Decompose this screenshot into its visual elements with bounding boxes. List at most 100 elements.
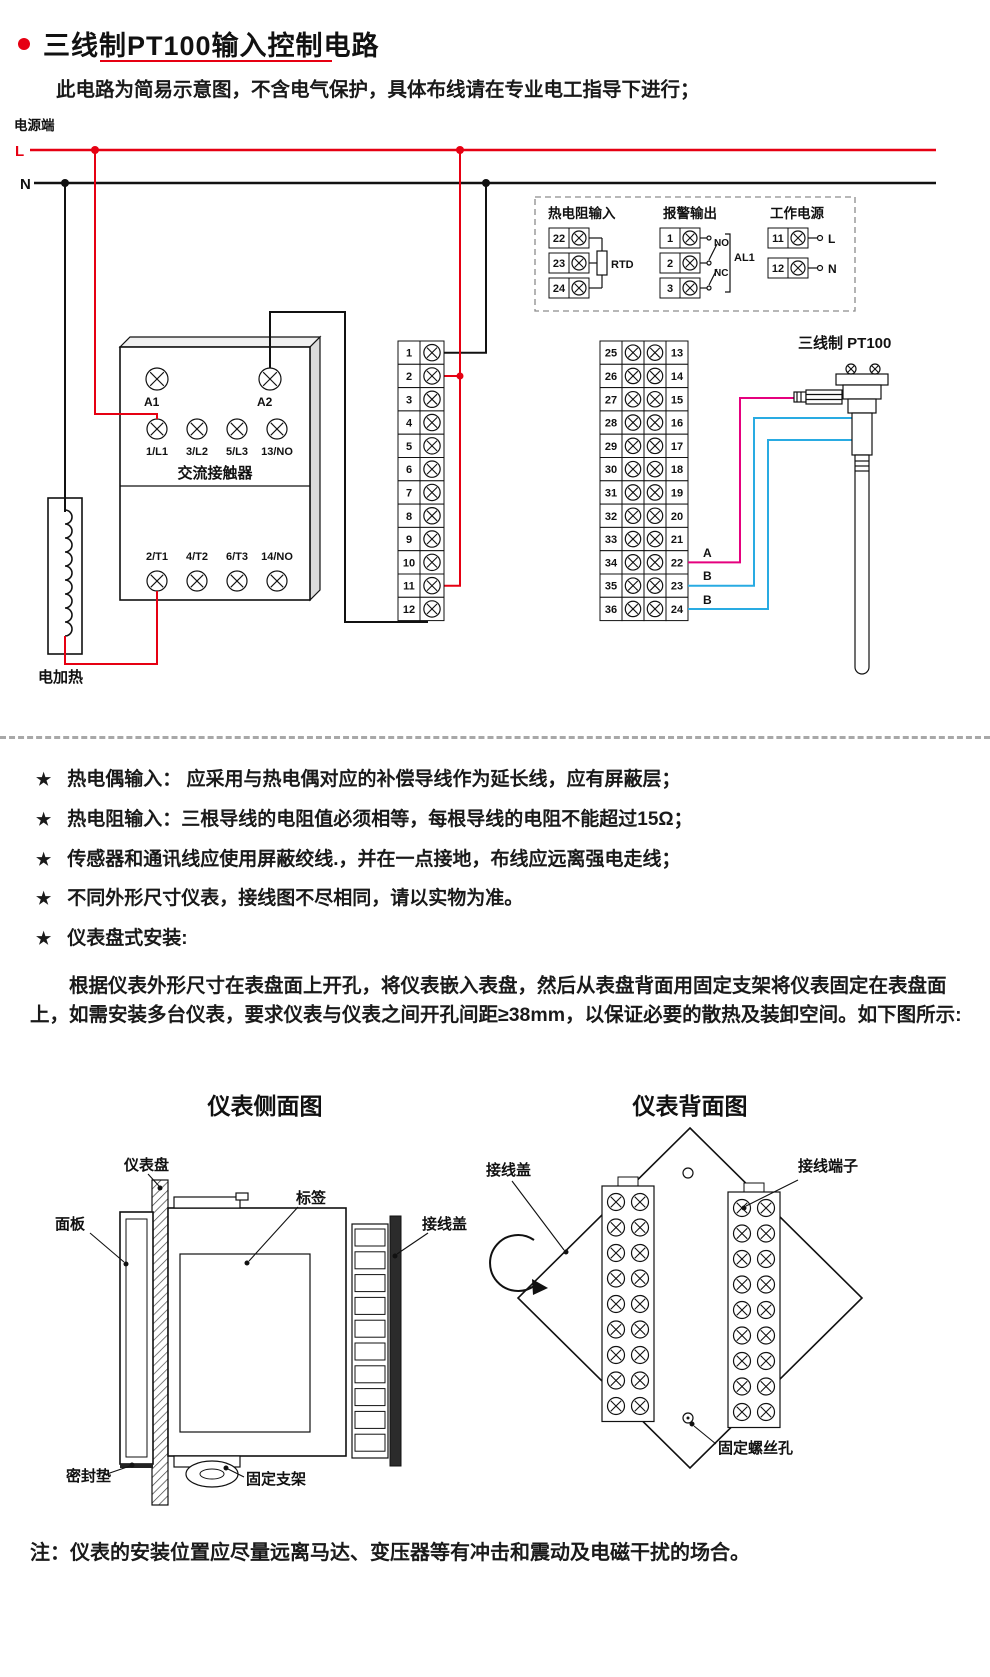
svg-text:4: 4 — [406, 418, 413, 430]
no-label: NO — [714, 238, 729, 249]
svg-text:33: 33 — [605, 534, 617, 546]
star-icon: ★ — [36, 809, 52, 829]
heater-label: 电加热 — [38, 668, 83, 686]
installation-diagrams: 仪表侧面图 仪表背面图 仪表盘 面板 标签 接线盖 密封 — [55, 1093, 864, 1506]
svg-text:30: 30 — [605, 464, 617, 476]
svg-text:25: 25 — [605, 348, 617, 360]
terminal-cover-slats — [354, 1228, 386, 1452]
wire-b2-label: B — [703, 593, 712, 607]
svg-text:21: 21 — [671, 534, 683, 546]
svg-text:17: 17 — [671, 441, 683, 453]
svg-text:20: 20 — [671, 511, 683, 523]
svg-text:11: 11 — [403, 581, 415, 593]
note-text: 热电阻输入：三根导线的电阻值必须相等，每根导线的电阻不能超过15Ω； — [67, 808, 693, 830]
instrument-back-view: 接线盖 接线端子 固定螺丝孔 — [486, 1126, 864, 1470]
power-rails: 电源端 L N — [14, 117, 936, 193]
note-text: 传感器和通讯线应使用屏蔽绞线.，并在一点接地，布线应远离强电走线； — [67, 848, 681, 870]
fixing-clamp — [185, 1460, 239, 1488]
svg-text:7: 7 — [406, 487, 412, 499]
note-item: ★传感器和通讯线应使用屏蔽绞线.，并在一点接地，布线应远离强电走线； — [36, 848, 966, 872]
page-title-row: 三线制PT100输入控制电路 — [18, 24, 380, 63]
bracket-label: 固定支架 — [246, 1470, 306, 1488]
contactor-terminal-label: 14/NO — [261, 551, 293, 563]
junction-dots — [61, 146, 490, 380]
top-bracket — [173, 1196, 241, 1209]
front-bezel — [119, 1211, 154, 1465]
cover-label: 接线盖 — [422, 1215, 467, 1233]
rtd-label: RTD — [611, 259, 634, 271]
svg-text:2: 2 — [667, 258, 673, 270]
contactor-terminal-label: 4/T2 — [186, 551, 208, 563]
contactor-terminal-label: 13/NO — [261, 446, 293, 458]
contactor-name: 交流接触器 — [177, 464, 253, 482]
star-icon: ★ — [36, 929, 52, 949]
svg-text:26: 26 — [605, 371, 617, 383]
contactor-terminal-label: 3/L2 — [186, 446, 208, 458]
notes-list: ★热电偶输入： 应采用与热电偶对应的补偿导线作为延长线，应有屏蔽层； ★ 热电阻输… — [36, 768, 966, 967]
contactor-screw-terminals — [145, 367, 288, 592]
svg-text:6: 6 — [406, 464, 412, 476]
wire-a-label: A — [703, 546, 712, 560]
work-power-title: 工作电源 — [770, 205, 824, 221]
pt100-head-screws — [845, 363, 881, 375]
cover-plate — [389, 1215, 402, 1467]
power-l-label: L — [828, 232, 835, 246]
svg-text:22: 22 — [671, 557, 683, 569]
rtd-input-title: 热电阻输入 — [548, 205, 616, 221]
panel-label: 仪表盘 — [123, 1156, 169, 1174]
back-view-title: 仪表背面图 — [632, 1094, 748, 1119]
back-terminal-strip-left — [601, 1176, 655, 1423]
contactor-a1-label: A1 — [144, 395, 160, 409]
svg-text:15: 15 — [671, 394, 683, 406]
svg-text:34: 34 — [605, 557, 618, 569]
pt100-probe — [793, 363, 889, 675]
svg-text:12: 12 — [772, 263, 784, 275]
svg-text:27: 27 — [605, 394, 617, 406]
svg-text:3: 3 — [667, 283, 673, 295]
note-text: 仪表盘式安装: — [67, 928, 188, 950]
svg-text:8: 8 — [406, 511, 412, 523]
note-item: ★热电偶输入： 应采用与热电偶对应的补偿导线作为延长线，应有屏蔽层； — [36, 768, 966, 792]
star-icon: ★ — [36, 889, 52, 909]
svg-text:29: 29 — [605, 441, 617, 453]
back-terminal-strip-right — [727, 1182, 781, 1429]
ac-contactor: A1 A2 1/L1 3/L2 5/L3 13/NO 交流接触器 2/T1 4/… — [118, 335, 322, 602]
seal-label: 密封垫 — [66, 1467, 111, 1485]
electric-heater: 电加热 — [38, 497, 83, 686]
svg-text:1: 1 — [406, 348, 412, 360]
line-n-label: N — [20, 176, 31, 193]
contactor-terminal-label: 6/T3 — [226, 551, 248, 563]
alarm-output-terminals: 123 — [659, 227, 701, 299]
seal-gasket — [120, 1464, 153, 1468]
contactor-terminal-label: 2/T1 — [146, 551, 168, 563]
svg-text:18: 18 — [671, 464, 683, 476]
rtd-resistor-symbol — [596, 250, 608, 276]
svg-text:32: 32 — [605, 511, 617, 523]
nc-label: NC — [714, 268, 728, 279]
screw-hole-label: 固定螺丝孔 — [718, 1439, 793, 1457]
power-terminal-label: 电源端 — [14, 117, 55, 133]
power-n-label: N — [828, 262, 837, 276]
svg-text:12: 12 — [403, 604, 415, 616]
svg-text:23: 23 — [671, 581, 683, 593]
tag-label: 标签 — [295, 1189, 327, 1207]
title-underline — [100, 60, 332, 62]
svg-text:31: 31 — [605, 487, 617, 499]
svg-text:24: 24 — [671, 604, 684, 616]
top-screw-hole — [682, 1167, 694, 1179]
red-bullet-icon — [18, 37, 30, 50]
front-label: 面板 — [55, 1215, 86, 1233]
svg-text:35: 35 — [605, 581, 617, 593]
instrument-side-view: 仪表盘 面板 标签 接线盖 密封垫 固定支架 — [55, 1156, 467, 1506]
pt100-sensor: A B B 三线制 PT100 — [688, 334, 891, 675]
contactor-a2-label: A2 — [257, 395, 273, 409]
svg-text:10: 10 — [403, 557, 415, 569]
subtitle: 此电路为简易示意图，不含电气保护，具体布线请在专业电工指导下进行； — [56, 79, 700, 101]
svg-text:22: 22 — [553, 233, 565, 245]
svg-text:13: 13 — [671, 348, 683, 360]
